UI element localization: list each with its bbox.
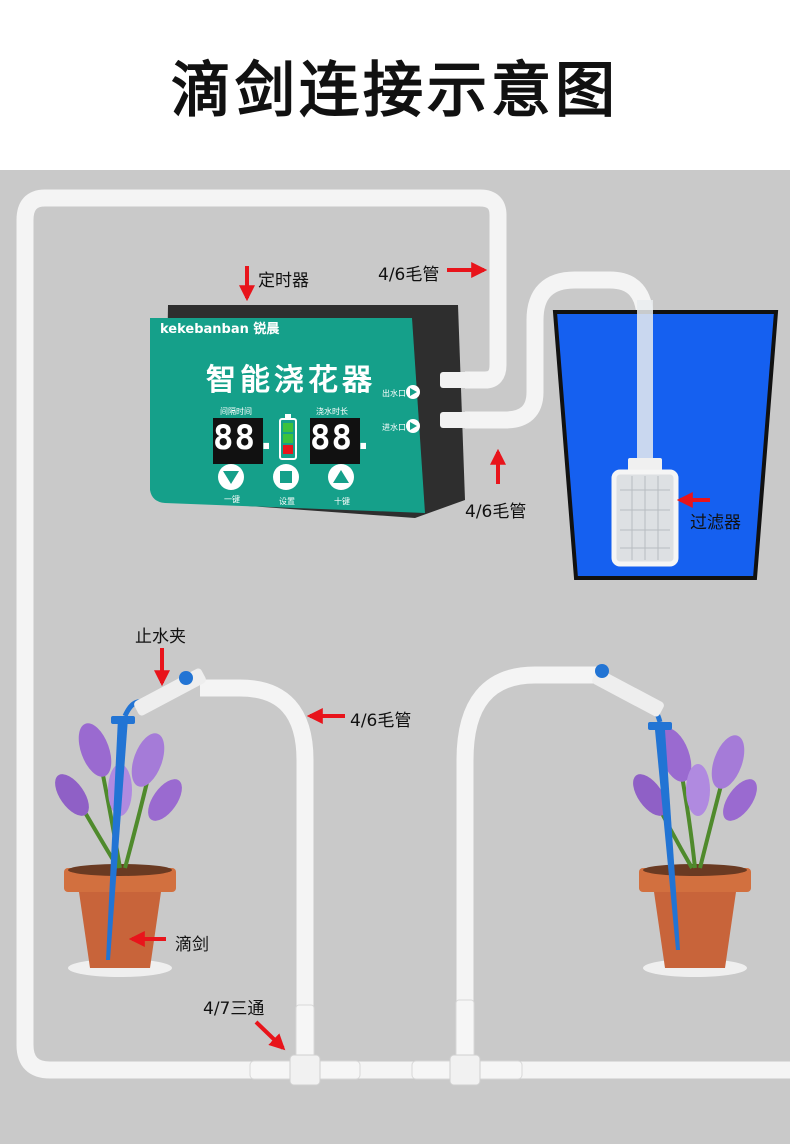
- display-right: [310, 418, 360, 464]
- arrow-tee: [254, 1020, 286, 1051]
- filter-icon: [611, 300, 679, 567]
- label-pipe-inlet: 4/6毛管: [465, 502, 527, 522]
- device-name: 智能浇花器: [206, 363, 376, 398]
- tube-to-filter: [465, 271, 654, 470]
- inlet-arrow-icon: [406, 419, 420, 433]
- label-timer: 定时器: [258, 271, 309, 291]
- button-down[interactable]: [218, 464, 244, 490]
- display-left: [213, 418, 263, 464]
- label-clamp: 止水夹: [135, 627, 186, 647]
- label-pipe-mid: 4/6毛管: [350, 711, 412, 731]
- battery-icon: [279, 414, 297, 460]
- right-clamp: [592, 664, 664, 717]
- left-flower: [55, 723, 182, 870]
- button-up[interactable]: [328, 464, 354, 490]
- outlet-arrow-icon: [406, 385, 420, 399]
- timer-device: [150, 305, 470, 518]
- label-pipe-top: 4/6毛管: [378, 265, 440, 285]
- btn-set-caption: 设置: [279, 497, 295, 506]
- device-brand: kekebanban 锐晨: [160, 322, 280, 337]
- btn-up-caption: 十键: [334, 497, 350, 506]
- tube-main-loop: [16, 189, 790, 1079]
- right-flower: [633, 728, 757, 870]
- water-bucket: [552, 310, 779, 580]
- right-tee-connector: [411, 999, 523, 1086]
- label-filter: 过滤器: [690, 513, 741, 533]
- right-pot: [639, 864, 751, 977]
- label-drip-stake: 滴剑: [175, 935, 209, 955]
- display-left-value: 88.: [213, 418, 278, 458]
- display-left-caption: 间隔时间: [220, 407, 252, 416]
- outlet-label: 出水口: [382, 389, 406, 398]
- left-pot: [64, 864, 176, 977]
- header: 滴剑连接示意图: [0, 0, 790, 170]
- tube-right-branch: [456, 666, 600, 1050]
- inlet-label: 进水口: [382, 423, 406, 432]
- page-title: 滴剑连接示意图: [171, 56, 619, 126]
- left-clamp: [134, 668, 206, 716]
- label-tee: 4/7三通: [203, 999, 265, 1019]
- display-right-value: 88.: [310, 418, 375, 458]
- tube-left-branch: [200, 679, 314, 1050]
- button-set[interactable]: [273, 464, 299, 490]
- btn-down-caption: 一键: [224, 495, 240, 504]
- display-right-caption: 浇水时长: [316, 407, 348, 416]
- left-tee-connector: [249, 1004, 361, 1086]
